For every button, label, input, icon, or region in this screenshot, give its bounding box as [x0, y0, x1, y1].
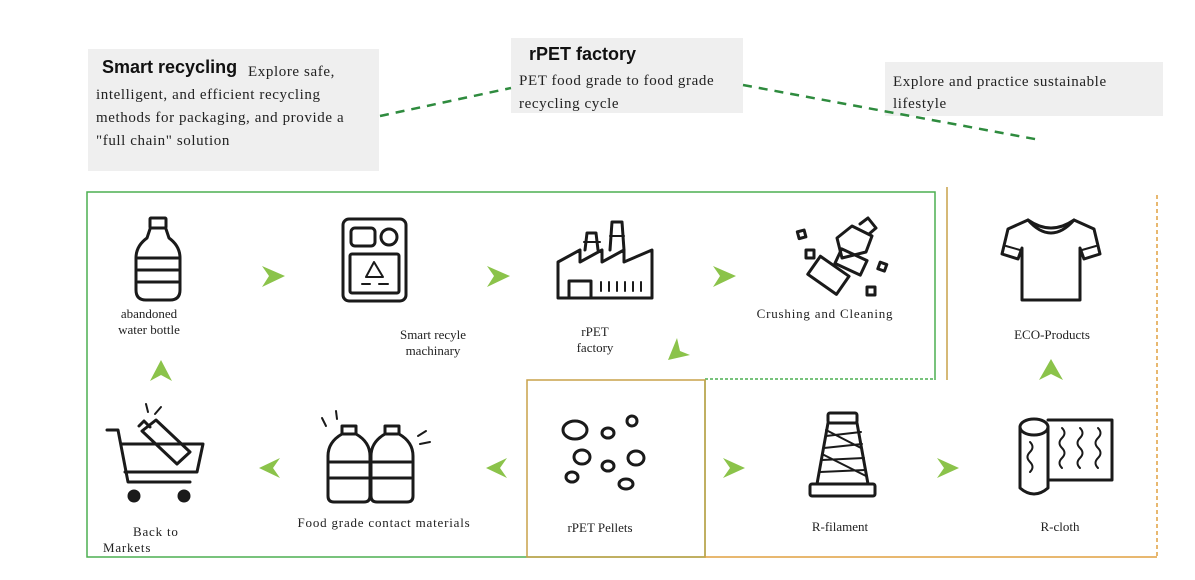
arrow-right-4: [723, 458, 745, 478]
pellets-icon: [561, 414, 646, 491]
crushing-icon: [795, 216, 889, 297]
arrow-right-1: [262, 266, 285, 287]
label-food-grade-contact-materials: Food grade contact materials: [297, 515, 471, 530]
arrow-left-1: [259, 458, 280, 478]
callout-sustainable-lifestyle: Explore and practice sustainable lifesty…: [885, 62, 1163, 116]
callout-rpet-factory-body: PET food grade to food grade recycling c…: [519, 73, 715, 112]
arrow-right-2: [487, 266, 510, 287]
label-rpet-pellets: rPET Pellets: [567, 520, 633, 535]
flow-arrows: [150, 266, 1063, 478]
pellets-box: [526, 379, 706, 558]
callout-rpet-factory: rPET factory PET food grade to food grad…: [511, 38, 743, 113]
label-smart-recycle-machinery: Smart recyle machinary: [399, 327, 467, 358]
callout-connectors: [379, 83, 1041, 142]
callout-sustainable-lifestyle-body: Explore and practice sustainable lifesty…: [893, 74, 1107, 112]
bottles-icon: [321, 410, 431, 504]
callout-smart-recycling: Explore safe, intelligent, and efficient…: [88, 49, 379, 171]
label-abandoned-water-bottle: abandoned water bottle: [118, 306, 180, 337]
recycle-machine-icon: [341, 217, 408, 303]
arrow-right-3: [713, 266, 736, 287]
shopping-cart-icon: [105, 403, 205, 503]
callout-smart-recycling-body: Explore safe, intelligent, and efficient…: [96, 64, 345, 149]
factory-icon: [556, 220, 654, 300]
spool-icon: [808, 411, 877, 498]
cloth-roll-icon: [1018, 417, 1114, 496]
label-crushing-and-cleaning: Crushing and Cleaning: [756, 306, 894, 321]
label-back-to-markets: Back to Markets: [103, 524, 179, 555]
callout-smart-recycling-title: Smart recycling: [102, 57, 238, 77]
label-eco-products: ECO-Products: [1014, 327, 1090, 342]
label-r-filament: R-filament: [811, 519, 869, 534]
water-bottle-icon: [134, 216, 182, 302]
arrow-up-eco: [1039, 359, 1063, 380]
green-process-box: [86, 191, 936, 558]
arrow-right-5: [937, 458, 959, 478]
connector-smart-to-rpet: [379, 86, 512, 118]
label-rpet-factory: rPET factory: [576, 324, 614, 355]
tshirt-icon: [1000, 218, 1102, 302]
arrow-left-2: [486, 458, 507, 478]
arrow-up-bottle: [150, 360, 172, 381]
callout-rpet-factory-title: rPET factory: [529, 44, 637, 64]
connector-rpet-to-lifestyle: [742, 83, 1041, 142]
label-r-cloth: R-cloth: [1040, 519, 1080, 534]
arrow-down-left: [668, 338, 690, 360]
